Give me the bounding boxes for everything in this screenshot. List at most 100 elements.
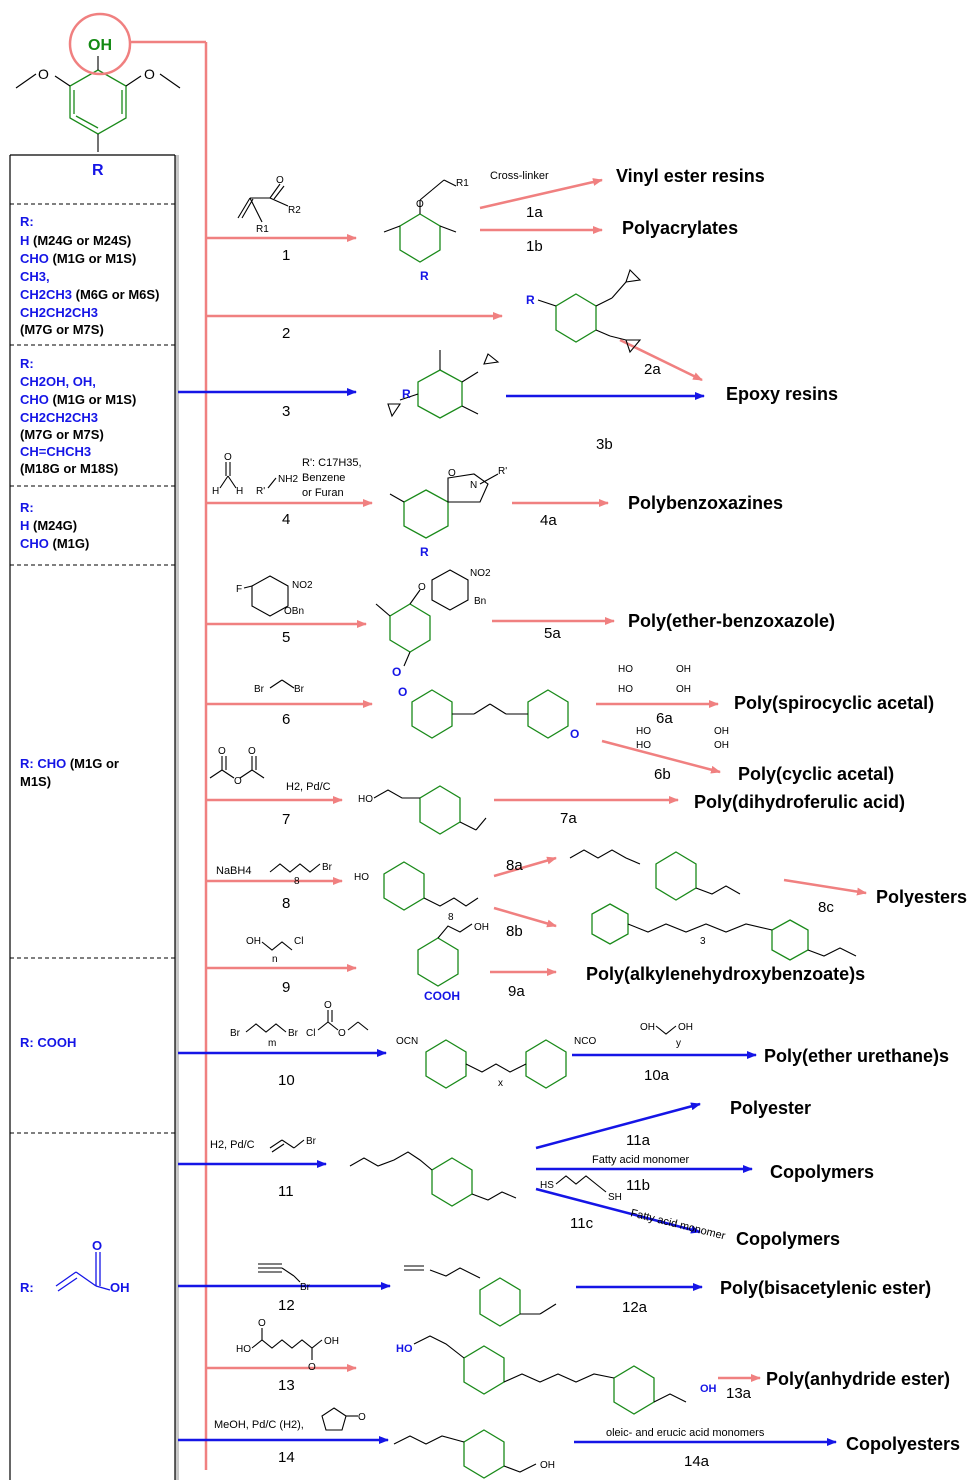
svg-text:CH2CH2CH3: CH2CH2CH3 [20,305,98,320]
svg-text:R': C17H35,: R': C17H35, [302,457,362,469]
svg-text:OH: OH [714,726,729,737]
svg-text:O: O [448,468,456,479]
svg-text:12: 12 [278,1297,295,1314]
svg-text:OH: OH [246,936,261,947]
svg-text:O: O [308,1362,316,1373]
svg-text:HO: HO [636,726,651,737]
svg-text:NH2: NH2 [278,474,298,485]
svg-text:R: CHO (M1G or: R: CHO (M1G or [20,756,119,771]
svg-text:O: O [234,776,242,787]
svg-text:(M7G or M7S): (M7G or M7S) [20,322,104,337]
svg-text:13: 13 [278,1377,295,1394]
core-o-right: O [144,66,155,82]
svg-text:R: COOH: R: COOH [20,1035,76,1050]
svg-text:R: R [420,545,429,559]
svg-text:OH: OH [714,740,729,751]
svg-text:Br: Br [230,1028,241,1039]
svg-text:CH2CH3 (M6G or M6S): CH2CH3 (M6G or M6S) [20,287,159,302]
svg-text:OH: OH [676,664,691,675]
svg-text:Br: Br [300,1282,311,1293]
svg-text:11a: 11a [626,1132,651,1149]
svg-text:N: N [470,480,477,491]
svg-text:R1: R1 [256,224,269,235]
svg-text:HO: HO [236,1344,251,1355]
svg-text:7a: 7a [560,810,577,827]
svg-text:CH2CH2CH3: CH2CH2CH3 [20,410,98,425]
product-vinyl-ester: Vinyl ester resins [616,166,765,186]
step-numbers: 1 2 3 4 5 6 7 8 9 10 11 12 13 14 [278,247,295,1466]
svg-text:3: 3 [700,936,706,947]
svg-text:4a: 4a [540,512,557,529]
svg-text:CHO (M1G): CHO (M1G) [20,536,89,551]
product-copolyesters: Copolyesters [846,1434,960,1454]
svg-text:Benzene: Benzene [302,472,345,484]
svg-text:10a: 10a [644,1067,670,1084]
svg-text:NO2: NO2 [470,568,491,579]
svg-text:H2, Pd/C: H2, Pd/C [286,781,331,793]
svg-text:Fatty acid monomer: Fatty acid monomer [629,1207,727,1242]
svg-text:R: R [420,269,429,283]
intermediates: O R R1 R R O N R' R O [349,178,857,1479]
svg-text:MeOH, Pd/C (H2),: MeOH, Pd/C (H2), [214,1419,304,1431]
svg-text:x: x [498,1078,503,1089]
left-panel [9,154,179,1480]
reagents: O R2 R1 Cross-linker H O H R' NH2 R': C1… [209,170,765,1439]
svg-text:11b: 11b [626,1177,650,1194]
svg-text:OH: OH [640,1022,655,1033]
product-ether-benzoxazole: Poly(ether-benzoxazole) [628,611,835,631]
svg-text:R: R [402,387,411,401]
svg-text:6b: 6b [654,766,671,783]
svg-text:Bn: Bn [474,596,486,607]
svg-text:R:: R: [20,1280,34,1295]
svg-text:OH: OH [676,684,691,695]
svg-text:4: 4 [282,511,290,528]
svg-text:1b: 1b [526,238,543,255]
svg-text:HO: HO [358,794,373,805]
panel-2: R: CH2OH, OH, CHO (M1G or M1S) CH2CH2CH3… [20,356,136,476]
product-alkylene: Poly(alkylenehydroxybenzoate)s [586,964,865,984]
svg-text:oleic- and erucic acid monomer: oleic- and erucic acid monomers [606,1427,765,1439]
product-copolymers-1: Copolymers [770,1162,874,1182]
svg-text:O: O [258,1318,266,1329]
svg-text:O: O [92,1238,102,1253]
svg-text:OH: OH [700,1383,717,1395]
svg-text:M1S): M1S) [20,774,51,789]
svg-text:R:: R: [20,356,34,371]
svg-text:11c: 11c [570,1215,594,1232]
svg-text:Cross-linker: Cross-linker [490,170,549,182]
svg-text:CH2OH, OH,: CH2OH, OH, [20,374,96,389]
panel-4: R: CHO (M1G or M1S) [20,756,119,789]
svg-text:8b: 8b [506,923,523,940]
svg-text:Br: Br [254,684,265,695]
svg-text:HS: HS [540,1180,554,1191]
svg-text:R1: R1 [456,178,469,189]
svg-text:11: 11 [278,1183,294,1200]
svg-text:F: F [236,584,242,595]
hydroxyl-highlight-circle [68,12,132,76]
svg-text:O: O [398,685,407,699]
svg-text:OH: OH [474,922,489,933]
svg-text:OH: OH [110,1280,130,1295]
svg-text:8c: 8c [818,899,834,916]
svg-text:3: 3 [282,403,290,420]
panel-3: R: H (M24G) CHO (M1G) [20,500,89,551]
svg-text:or Furan: or Furan [302,487,344,499]
core-oh: OH [88,37,112,54]
svg-text:Cl: Cl [294,936,303,947]
svg-text:COOH: COOH [424,989,460,1003]
svg-text:O: O [416,199,424,210]
core-r: R [92,162,104,179]
product-polyacrylates: Polyacrylates [622,218,738,238]
svg-text:9: 9 [282,979,290,996]
panel-5: R: COOH [20,1035,76,1050]
svg-text:R:: R: [20,214,34,229]
svg-text:OH: OH [540,1460,555,1471]
svg-text:O: O [224,452,232,463]
svg-text:O: O [218,746,226,757]
svg-text:5: 5 [282,629,290,646]
svg-text:CHO (M1G or M1S): CHO (M1G or M1S) [20,251,136,266]
svg-text:H: H [212,486,219,497]
svg-text:OH: OH [678,1022,693,1033]
product-bisacetylenic: Poly(bisacetylenic ester) [720,1278,931,1298]
